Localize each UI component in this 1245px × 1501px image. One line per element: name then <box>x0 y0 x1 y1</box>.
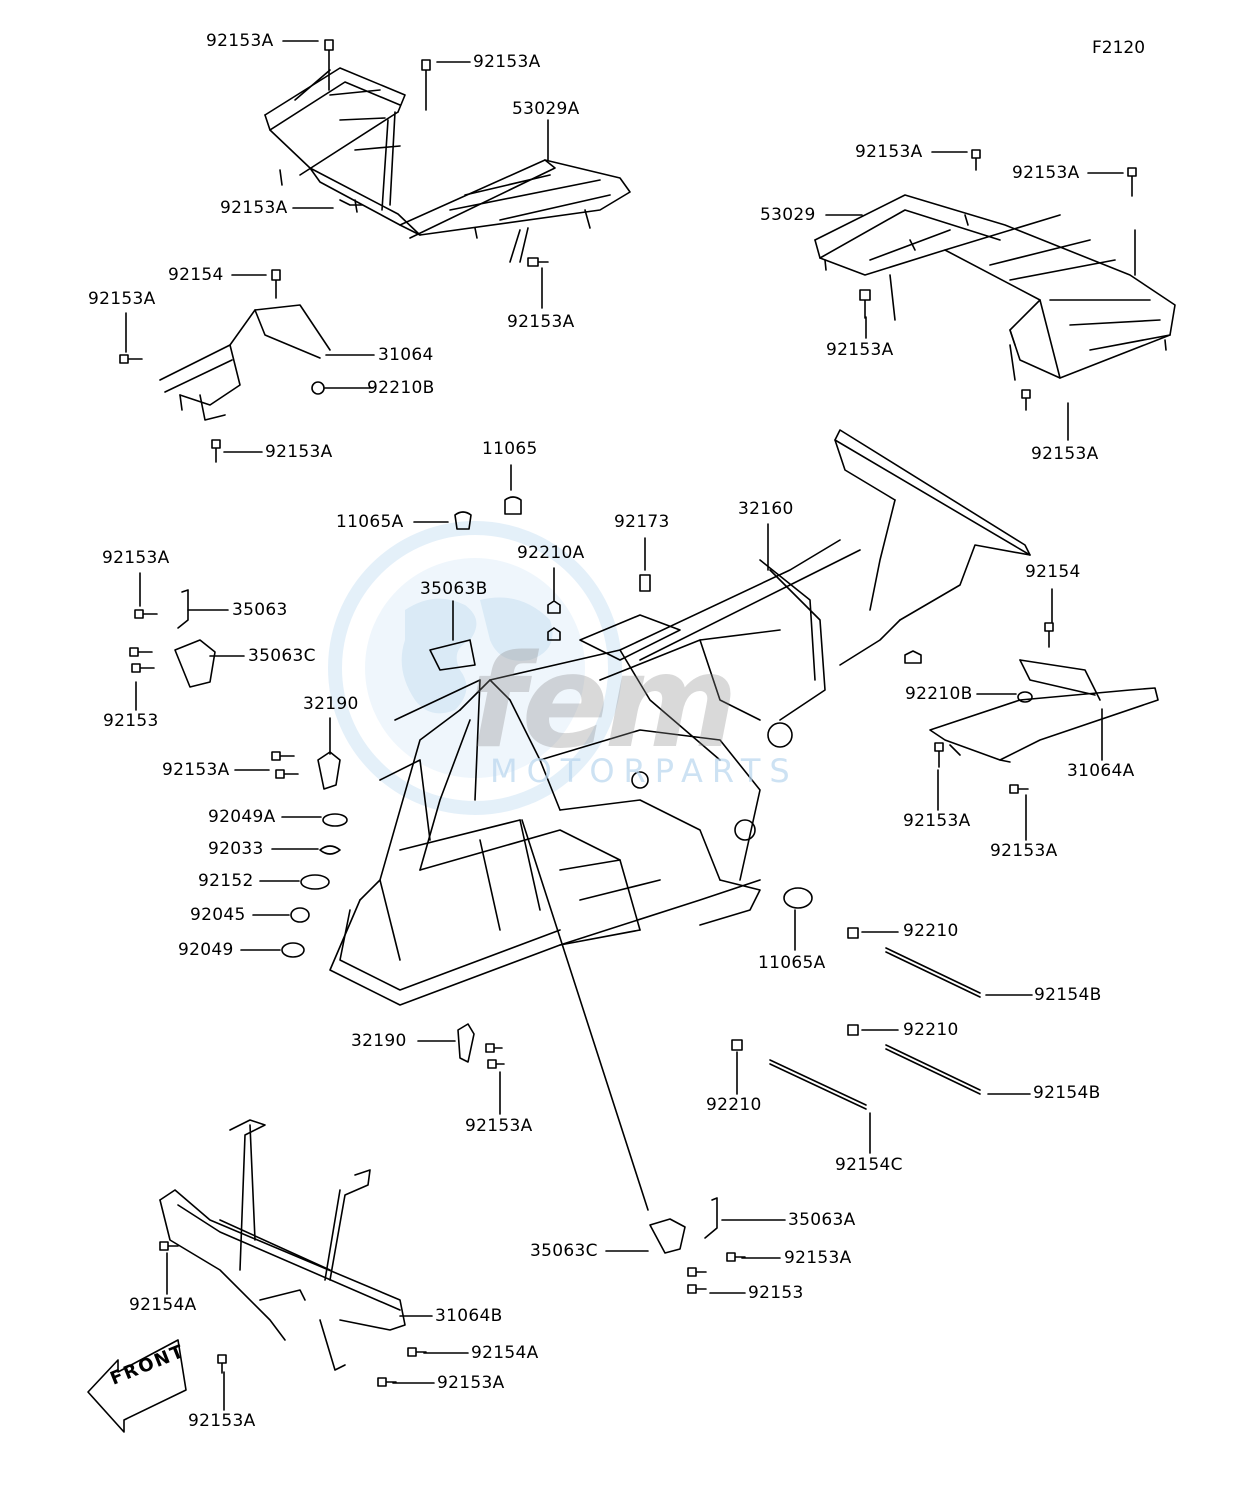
label-cap-11065a-lower[interactable]: 11065A <box>758 953 826 973</box>
label-bolt-92153a-lower[interactable]: 92153A <box>465 1116 533 1136</box>
label-rack-front-bolt-mid[interactable]: 92153A <box>473 52 541 72</box>
label-rack-rear[interactable]: 53029 <box>760 205 816 225</box>
label-rack-front-bolt-left[interactable]: 92153A <box>220 198 288 218</box>
label-bracket-32190-upper[interactable]: 32190 <box>303 694 359 714</box>
label-cap-11065a-upper[interactable]: 11065A <box>336 512 404 532</box>
figure-code: F2120 <box>1092 38 1146 58</box>
label-nut-92210b-right[interactable]: 92210B <box>905 684 973 704</box>
label-bolt-92153a-low-right[interactable]: 92153A <box>784 1248 852 1268</box>
label-guard-bolt-left[interactable]: 92153A <box>88 289 156 309</box>
label-nut-92210-1[interactable]: 92210 <box>903 921 959 941</box>
label-nut-92210a[interactable]: 92210A <box>517 543 585 563</box>
label-bolt-92154b-1[interactable]: 92154B <box>1034 985 1102 1005</box>
label-collar-92049a[interactable]: 92049A <box>208 807 276 827</box>
label-bolt-92153a-mid[interactable]: 92153A <box>162 760 230 780</box>
label-bolt-92153a-r2[interactable]: 92153A <box>990 841 1058 861</box>
main-frame-drawing <box>329 429 1031 1006</box>
label-rack-front[interactable]: 53029A <box>512 99 580 119</box>
label-rack-rear-bolt-top[interactable]: 92153A <box>855 142 923 162</box>
front-rack-drawing <box>264 67 631 263</box>
label-bolt-92154c[interactable]: 92154C <box>835 1155 903 1175</box>
label-guard-bolt-92154[interactable]: 92154 <box>168 265 224 285</box>
right-guard-drawing <box>929 659 1159 763</box>
label-grommet-92152[interactable]: 92152 <box>198 871 254 891</box>
rear-rack-drawing <box>814 194 1176 381</box>
label-bumper-bolt-92154a-left[interactable]: 92154A <box>129 1295 197 1315</box>
front-arrow-drawing <box>87 1339 187 1433</box>
watermark-word: fem <box>470 628 738 777</box>
label-bumper-bolt-92153a-bottom[interactable]: 92153A <box>188 1411 256 1431</box>
label-rack-rear-bolt-left[interactable]: 92153A <box>826 340 894 360</box>
label-bracket-35063c[interactable]: 35063C <box>248 646 316 666</box>
label-clip-92173[interactable]: 92173 <box>614 512 670 532</box>
label-bolt-92153[interactable]: 92153 <box>103 711 159 731</box>
small-parts <box>119 39 1137 1387</box>
label-collar-92049[interactable]: 92049 <box>178 940 234 960</box>
front-bumper-drawing <box>159 1119 406 1371</box>
label-bolt-92153-low-right[interactable]: 92153 <box>748 1283 804 1303</box>
watermark-text: MOTORPARTS <box>490 752 799 790</box>
label-bracket-35063a[interactable]: 35063A <box>788 1210 856 1230</box>
label-bolt-92154b-2[interactable]: 92154B <box>1033 1083 1101 1103</box>
label-rack-front-bolt-bottom[interactable]: 92153A <box>507 312 575 332</box>
label-grommet-92045[interactable]: 92045 <box>190 905 246 925</box>
label-bracket-35063[interactable]: 35063 <box>232 600 288 620</box>
label-bumper-bolt-92154a[interactable]: 92154A <box>471 1343 539 1363</box>
label-bolt-92153a-left[interactable]: 92153A <box>102 548 170 568</box>
label-bumper-bolt-92153a[interactable]: 92153A <box>437 1373 505 1393</box>
label-guard-31064[interactable]: 31064 <box>378 345 434 365</box>
label-nut-92210-2[interactable]: 92210 <box>903 1020 959 1040</box>
label-rack-front-bolt-top[interactable]: 92153A <box>206 31 274 51</box>
label-nut-92210-3[interactable]: 92210 <box>706 1095 762 1115</box>
label-ring-92033[interactable]: 92033 <box>208 839 264 859</box>
label-bracket-35063c-lower[interactable]: 35063C <box>530 1241 598 1261</box>
label-guard-bolt-bottom[interactable]: 92153A <box>265 442 333 462</box>
label-bumper-31064b[interactable]: 31064B <box>435 1306 503 1326</box>
label-cap-11065[interactable]: 11065 <box>482 439 538 459</box>
leader-lines <box>125 40 1124 1411</box>
label-rack-rear-bolt-right[interactable]: 92153A <box>1012 163 1080 183</box>
label-frame-32160[interactable]: 32160 <box>738 499 794 519</box>
left-guard-drawing <box>159 304 331 421</box>
label-rack-rear-bolt-bottom[interactable]: 92153A <box>1031 444 1099 464</box>
label-bracket-35063b[interactable]: 35063B <box>420 579 488 599</box>
watermark-globe <box>328 521 622 815</box>
label-bolt-92154-right[interactable]: 92154 <box>1025 562 1081 582</box>
label-nut-92210b[interactable]: 92210B <box>367 378 435 398</box>
label-bolt-92153a-r1[interactable]: 92153A <box>903 811 971 831</box>
label-guard-31064a[interactable]: 31064A <box>1067 761 1135 781</box>
label-bracket-32190-lower[interactable]: 32190 <box>351 1031 407 1051</box>
